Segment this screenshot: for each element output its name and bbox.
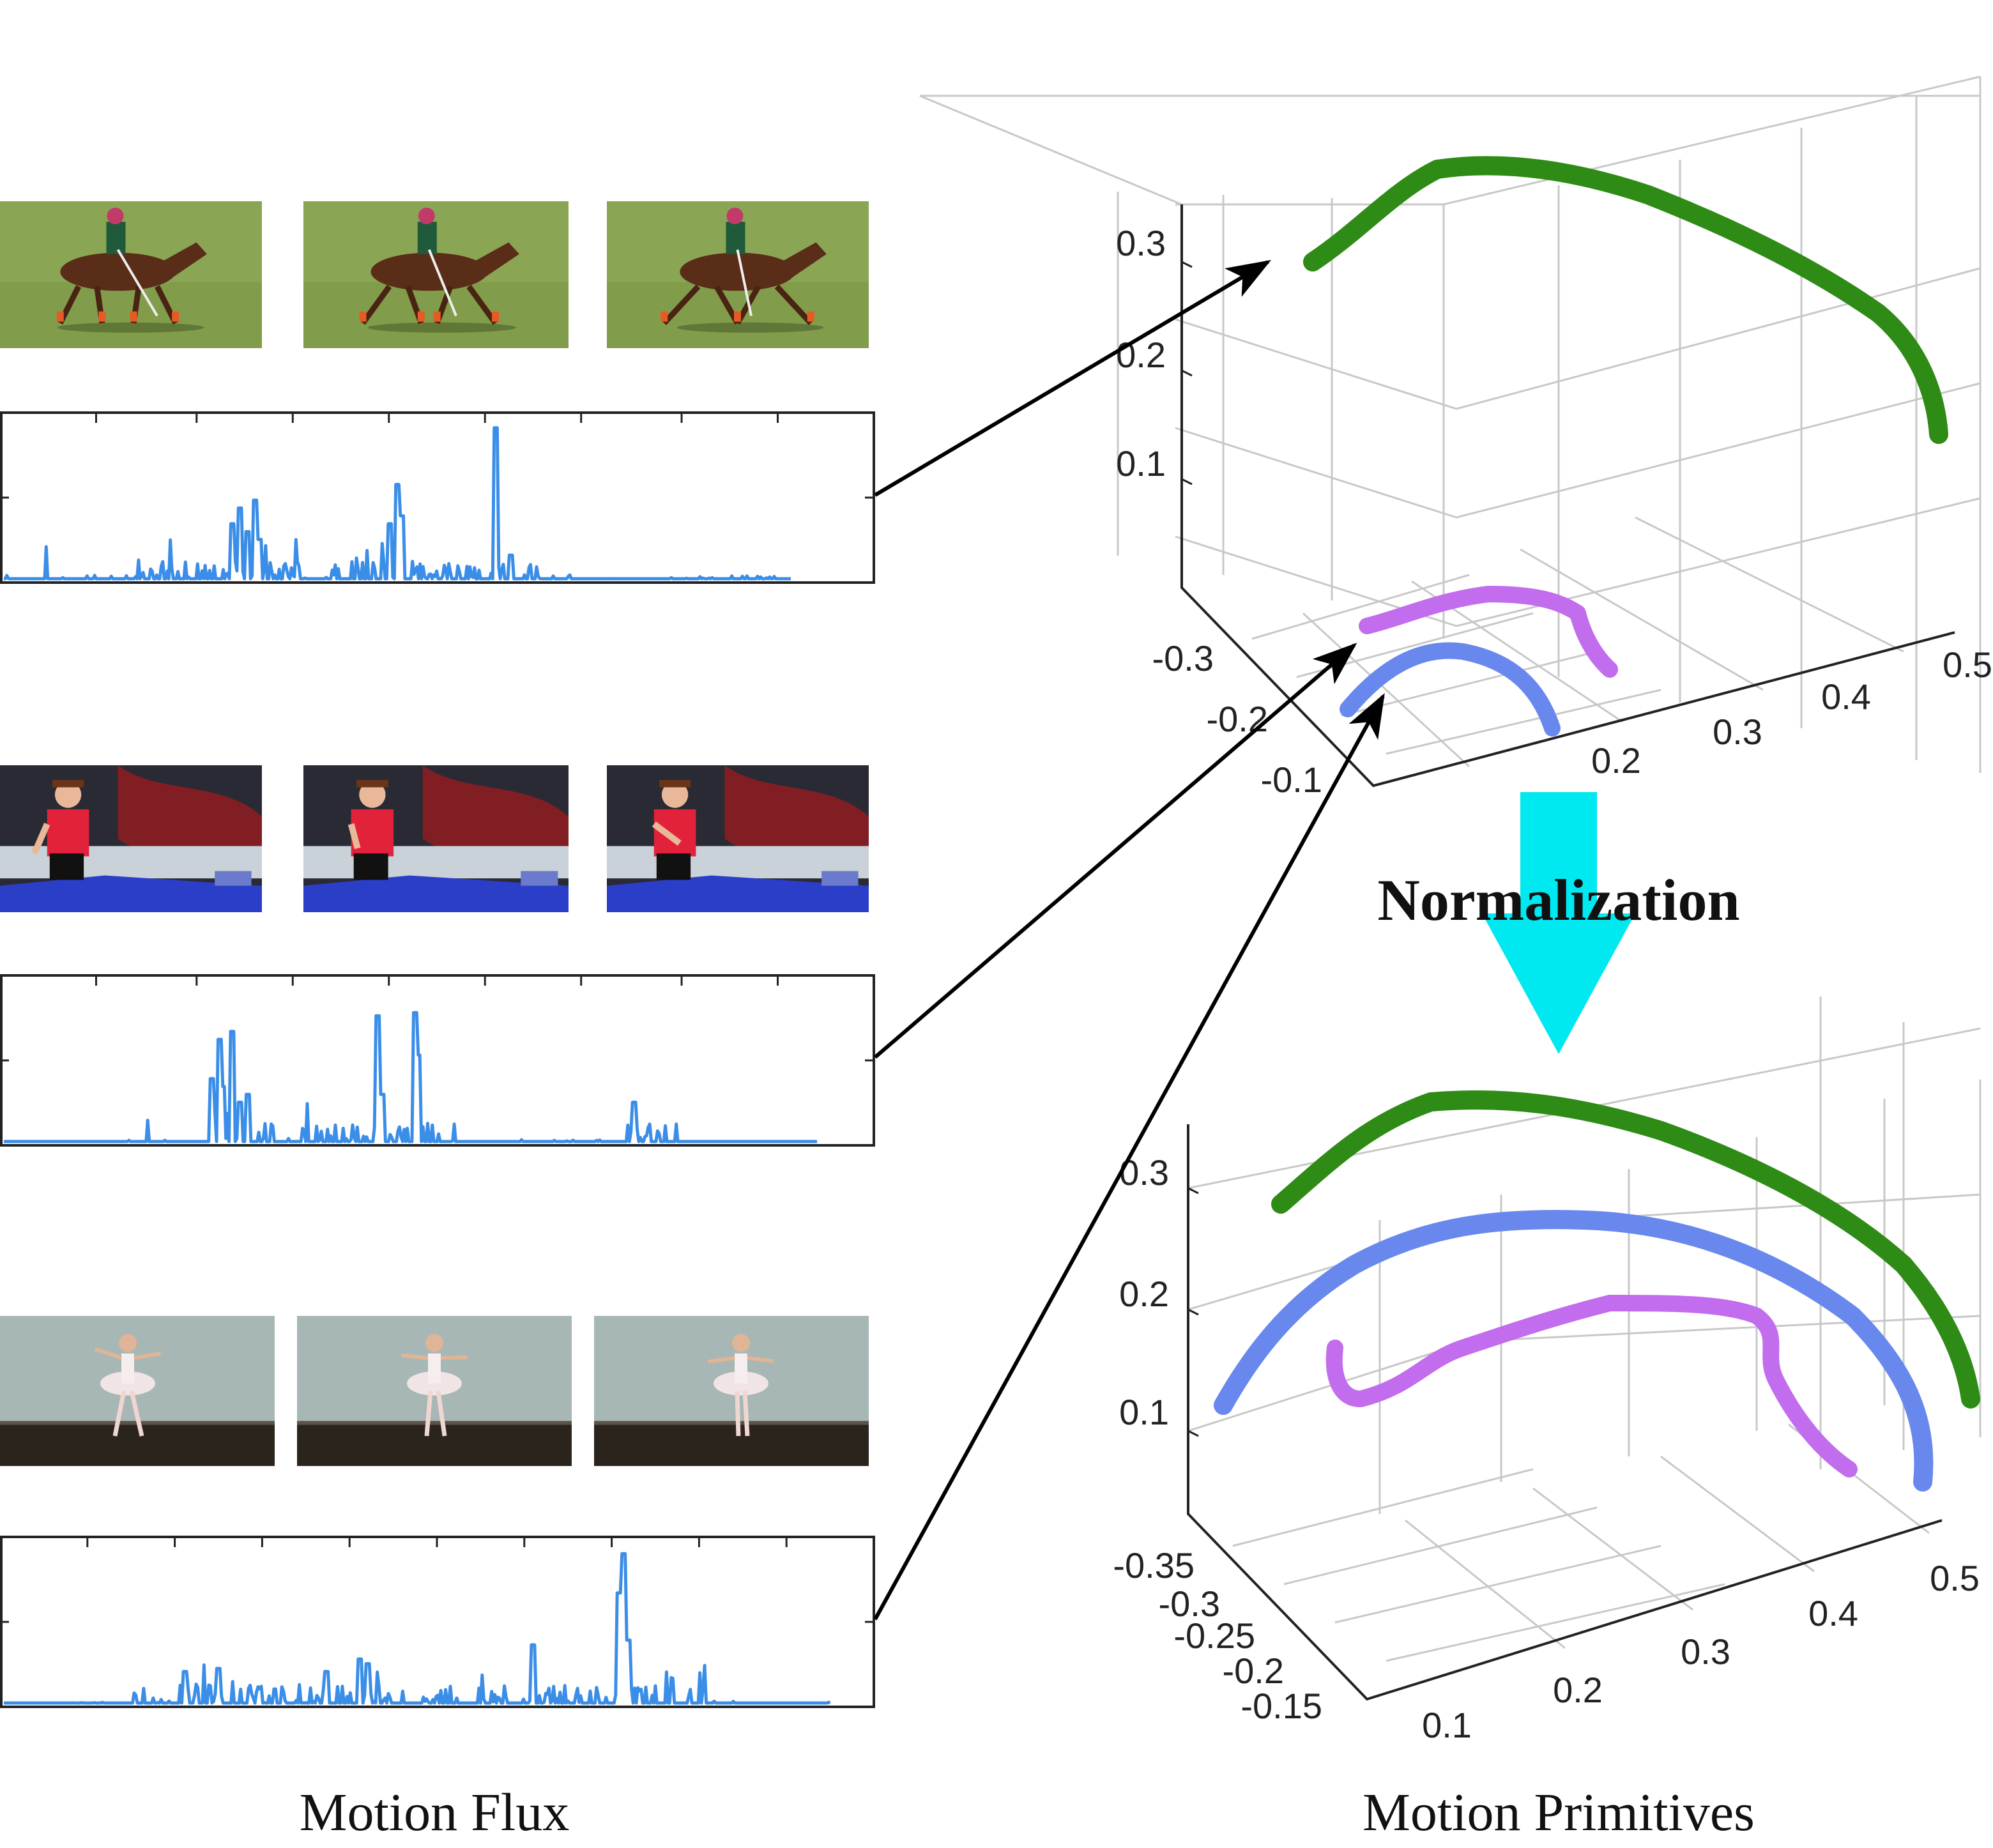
- motion-flux-panel: [0, 974, 875, 1147]
- y-tick-label: -0.3: [1159, 1584, 1221, 1624]
- connector-arrow: [873, 692, 1385, 1621]
- motion-flux-panels: [0, 411, 875, 1708]
- green-motion-curve: [1303, 156, 1948, 444]
- video-frames: [0, 201, 869, 1466]
- connector-arrow: [874, 643, 1357, 1059]
- y-tick-label: -0.2: [1207, 699, 1269, 739]
- y-tick-label: -0.15: [1241, 1686, 1322, 1726]
- motion-primitives-plot-normalized: 0.3 0.2 0.1 -0.35-0.3-0.25-0.2-0.15 0.1 0.2 0.…: [1113, 997, 1982, 1745]
- x-tick-label: 0.3: [1681, 1631, 1730, 1672]
- violet-motion-curve: [1325, 1295, 1858, 1478]
- blue-motion-curve: [1340, 642, 1561, 737]
- x-tick-label: 0.2: [1591, 740, 1641, 781]
- z-tick-label: 0.2: [1116, 335, 1166, 375]
- motion-flux-panel: [0, 411, 875, 584]
- x-tick-label: 0.4: [1808, 1593, 1858, 1633]
- x-tick-label: 0.5: [1930, 1558, 1980, 1598]
- connector-arrow: [874, 260, 1271, 497]
- y-tick-label: -0.35: [1113, 1545, 1195, 1585]
- video-frame-thumbnail: [303, 201, 569, 348]
- x-tick-label: 0.1: [1422, 1705, 1472, 1745]
- violet-motion-curve: [1359, 586, 1618, 678]
- normalization-arrow: [1482, 792, 1635, 1054]
- video-frame-thumbnail: [594, 1316, 869, 1466]
- video-frame-thumbnail: [0, 201, 262, 348]
- video-frame-thumbnail: [607, 201, 869, 348]
- y-tick-label: -0.3: [1152, 638, 1214, 678]
- normalization-label: Normalization: [1377, 867, 1739, 933]
- video-frame-thumbnail: [303, 765, 569, 912]
- video-frame-thumbnail: [0, 1316, 275, 1466]
- video-frame-thumbnail: [0, 765, 262, 912]
- z-tick-label: 0.2: [1119, 1274, 1169, 1314]
- video-frame-thumbnail: [297, 1316, 572, 1466]
- motion-flux-panel: [0, 1536, 875, 1708]
- y-tick-label: -0.25: [1173, 1615, 1255, 1656]
- y-tick-label: -0.2: [1223, 1651, 1285, 1691]
- motion-primitives-plot-top: 0.3 0.2 0.1 -0.3 -0.2 -0.1 0.2 0.3 0.4 0.5: [919, 75, 1992, 800]
- caption-motion-primitives: Motion Primitives: [1363, 1783, 1755, 1842]
- x-tick-label: 0.3: [1713, 712, 1762, 752]
- caption-motion-flux: Motion Flux: [300, 1783, 569, 1842]
- z-tick-label: 0.1: [1116, 443, 1166, 484]
- plot-gridlines: [919, 75, 1982, 773]
- down-arrow-icon: [1482, 792, 1635, 1054]
- z-tick-label: 0.3: [1116, 223, 1166, 263]
- green-motion-curve: [1271, 1090, 1980, 1409]
- connector-arrows: [873, 260, 1385, 1621]
- y-tick-label: -0.1: [1261, 760, 1323, 800]
- video-frame-thumbnail: [607, 765, 869, 912]
- x-tick-label: 0.2: [1553, 1670, 1603, 1710]
- z-tick-label: 0.1: [1119, 1392, 1169, 1432]
- blue-motion-curve: [1214, 1210, 1934, 1492]
- x-tick-label: 0.5: [1943, 645, 1992, 685]
- x-tick-label: 0.4: [1821, 676, 1871, 717]
